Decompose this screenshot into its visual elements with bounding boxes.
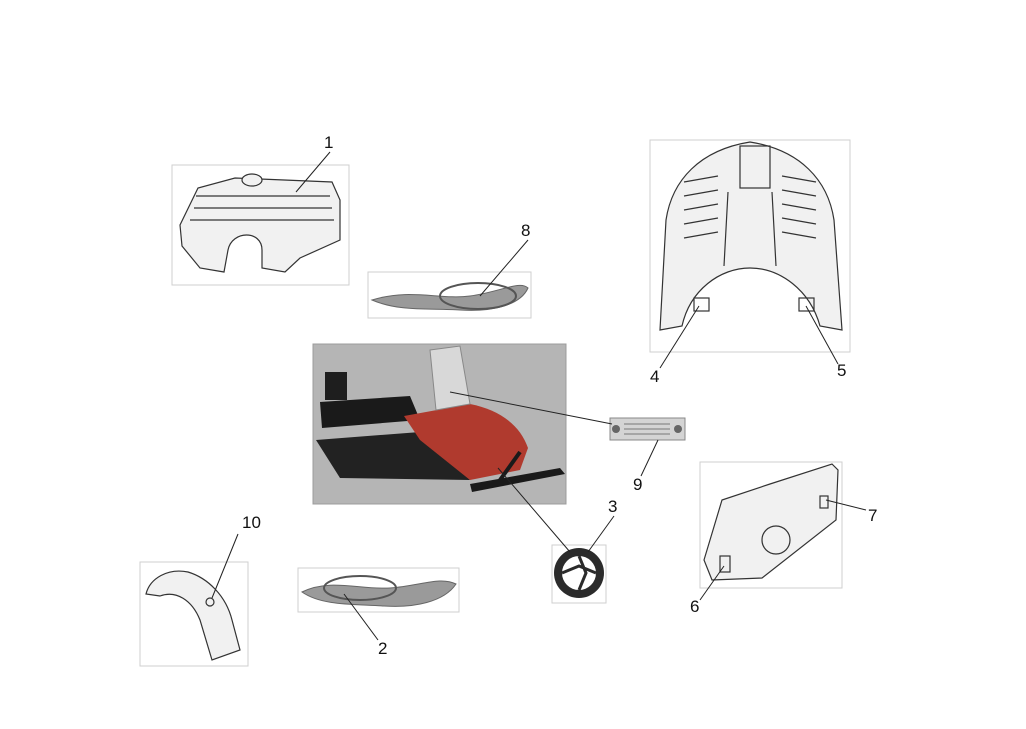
logo-decal-side-ring [323, 575, 397, 601]
logo-decal-side-part [297, 567, 460, 613]
leader-6 [699, 565, 725, 601]
engine-cover-part [171, 164, 350, 286]
leader-10 [211, 533, 239, 599]
round-emblem-inner [562, 556, 596, 590]
snowmobile-hood [404, 404, 528, 480]
rear-fender-part [139, 561, 249, 667]
callout-10: 10 [242, 513, 261, 532]
snowmobile-seat [320, 396, 420, 428]
leader-8 [479, 239, 529, 297]
callout-9: 9 [633, 475, 642, 494]
data-plate-logo-left [612, 425, 620, 433]
leader-9 [640, 439, 659, 477]
data-plate-logo-right [674, 425, 682, 433]
hood-body [659, 141, 843, 331]
callout-6: 6 [690, 597, 699, 616]
round-emblem-blades [561, 555, 597, 591]
leader-lines [211, 151, 867, 641]
snowmobile-ski-strut [498, 450, 522, 482]
round-emblem-part [551, 544, 607, 604]
snowmobile-ski [470, 468, 565, 492]
side-panel-hole [761, 525, 791, 555]
callout-1: 1 [324, 133, 333, 152]
hood-window [739, 145, 771, 189]
panel-label-front [719, 555, 731, 573]
hood-vents-right [781, 175, 817, 239]
hood-vents-left [683, 175, 719, 239]
logo-decal-top-ring [439, 282, 517, 310]
rear-fender-mark [205, 597, 215, 607]
leader-7 [825, 499, 867, 511]
snowmobile-backrest [325, 372, 347, 400]
callout-3: 3 [608, 497, 617, 516]
hood-label-right [798, 297, 815, 312]
side-panel-body [703, 463, 839, 581]
logo-decal-top-part [367, 271, 532, 319]
leader-2 [343, 593, 379, 641]
panel-label-rear [819, 495, 829, 509]
callout-5: 5 [837, 361, 846, 380]
engine-cover-body [179, 177, 341, 273]
data-plate-text-lines [624, 423, 670, 435]
callout-7: 7 [868, 506, 877, 525]
leader-1 [295, 151, 331, 193]
engine-cover-cap [241, 173, 263, 187]
logo-decal-top-swoosh [370, 284, 529, 311]
callout-4: 4 [650, 367, 659, 386]
callout-numbers: 1 2 3 4 5 6 7 8 9 10 [242, 133, 877, 658]
side-panel-part [699, 461, 843, 589]
leader-4 [659, 305, 700, 369]
data-plate-part [609, 417, 686, 441]
snowmobile-photo [312, 343, 567, 505]
leader-3 [587, 515, 615, 553]
hood-label-left [693, 297, 710, 312]
leader-3b [497, 467, 571, 553]
leader-5 [805, 305, 839, 365]
logo-decal-side-swoosh [301, 580, 457, 607]
hood-part [649, 139, 851, 353]
engine-cover-louvres [190, 195, 334, 221]
photo-border [312, 343, 567, 505]
leader-9b [449, 391, 613, 425]
rear-fender-body [145, 570, 241, 661]
callout-8: 8 [521, 221, 530, 240]
hood-ridges [723, 191, 777, 267]
callout-2: 2 [378, 639, 387, 658]
